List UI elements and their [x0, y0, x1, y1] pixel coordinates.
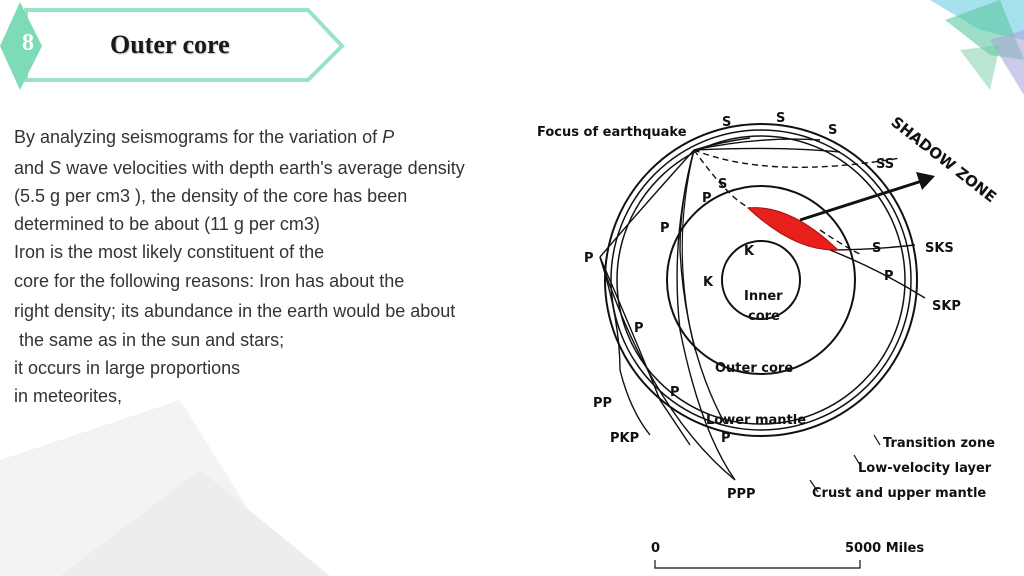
- low-velocity-circle: [610, 129, 912, 431]
- wave-label: P: [702, 191, 712, 206]
- text-line: core for the following reasons: Iron has…: [14, 271, 405, 291]
- label-outer-core: Outer core: [715, 361, 793, 376]
- text-line: the same as in the sun and stars;: [14, 330, 285, 350]
- text-line: Iron is the most likely constituent of t…: [14, 242, 325, 262]
- wave-label: SKS: [925, 241, 954, 256]
- p-wave-path: [599, 149, 695, 258]
- slide-title: Outer core: [110, 30, 230, 59]
- inner-core-circle: [721, 240, 801, 320]
- p-wave-path: [676, 149, 736, 481]
- wave-label: SS: [876, 157, 894, 172]
- label-lower-mantle: Lower mantle: [706, 413, 806, 428]
- text-line: determined to be about (11 g per cm3): [14, 214, 320, 234]
- transition-circle: [616, 135, 906, 425]
- wave-label: P: [670, 385, 680, 400]
- text-line: right density; its abundance in the eart…: [14, 301, 456, 321]
- label-transition-zone: Transition zone: [883, 436, 995, 451]
- text-line: and S wave velocities with depth earth's…: [14, 158, 465, 178]
- wave-label: PPP: [727, 487, 756, 502]
- label-inner-core: core: [748, 309, 780, 324]
- s-wave-path: [693, 138, 821, 151]
- label-scale-end: 5000 Miles: [845, 541, 924, 556]
- text-line: in meteorites,: [14, 386, 123, 406]
- pkp-wave-path: [599, 256, 691, 446]
- wave-label: S: [718, 177, 727, 192]
- wave-label: S: [722, 115, 731, 130]
- s-wave-path: [693, 147, 841, 153]
- wave-label: P: [884, 269, 894, 284]
- ppp-wave-path: [599, 256, 736, 481]
- skp-wave-path: [829, 249, 926, 299]
- label-inner-core: Inner: [744, 289, 783, 304]
- wave-label: K: [703, 275, 714, 290]
- text-line: it occurs in large proportions: [14, 358, 241, 378]
- wave-label: S: [776, 111, 785, 126]
- earth-cross-section-diagram: Focus of earthquake SHADOW ZONE Inner co…: [537, 111, 1000, 569]
- shadow-zone-highlight: [746, 207, 840, 251]
- s-wave-path: [819, 229, 861, 255]
- wave-label: K: [744, 244, 755, 259]
- k-wave-path: [681, 149, 696, 351]
- slide-number-badge: [0, 2, 42, 90]
- wave-label: P: [584, 251, 594, 266]
- body-text: By analyzing seismograms for the variati…: [14, 124, 534, 410]
- wave-label: PKP: [610, 431, 639, 446]
- title-banner: [0, 2, 345, 90]
- label-crust: Crust and upper mantle: [812, 486, 986, 501]
- wave-label: P: [634, 321, 644, 336]
- label-scale-zero: 0: [651, 541, 660, 556]
- text-line: (5.5 g per cm3 ), the density of the cor…: [14, 186, 408, 206]
- label-focus: Focus of earthquake: [537, 125, 687, 140]
- text-line: By analyzing seismograms for the variati…: [14, 127, 395, 147]
- pp-wave-path: [599, 256, 651, 436]
- crust-circle: [604, 123, 918, 437]
- slide-number: 8: [22, 30, 34, 56]
- wave-label: PP: [593, 396, 612, 411]
- wave-label: S: [872, 241, 881, 256]
- ss-wave-path: [693, 149, 901, 168]
- wave-label: P: [721, 431, 731, 446]
- s-wave-path: [693, 149, 751, 209]
- shadow-zone-arrow: [799, 178, 926, 222]
- wave-label: P: [660, 221, 670, 236]
- wave-label: SKP: [932, 299, 961, 314]
- label-low-velocity: Low-velocity layer: [858, 461, 992, 476]
- label-shadow-zone: SHADOW ZONE: [888, 113, 1000, 206]
- arrow-head-icon: [916, 172, 935, 190]
- outer-core-circle: [666, 185, 856, 375]
- scale-bar: [654, 560, 861, 569]
- wave-label: S: [828, 123, 837, 138]
